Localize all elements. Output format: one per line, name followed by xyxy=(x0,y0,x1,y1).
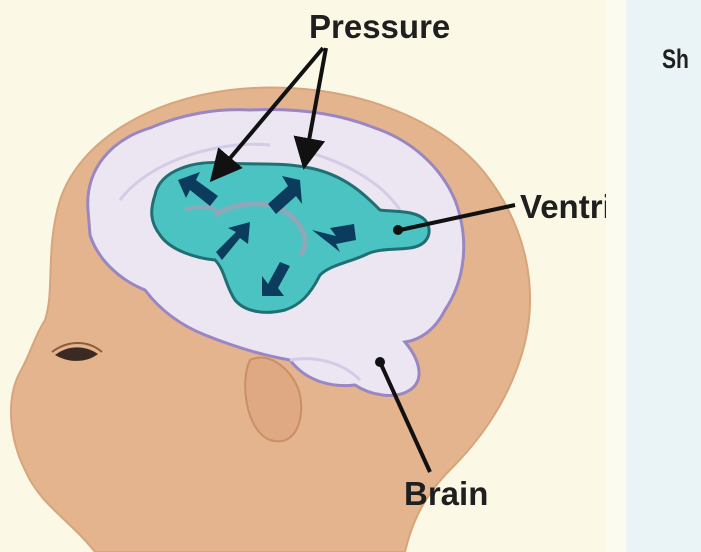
ventricles-pointer-dot xyxy=(393,225,403,235)
hydrocephalus-diagram: Pressure Ventricles Brain xyxy=(0,0,606,552)
side-panel-text: Sh xyxy=(662,44,689,75)
brain-pointer-dot xyxy=(375,357,385,367)
pressure-label: Pressure xyxy=(309,8,450,45)
panel-divider xyxy=(606,0,626,552)
side-panel xyxy=(626,0,701,552)
ventricles-label: Ventricles xyxy=(520,188,606,225)
brain-label: Brain xyxy=(404,475,488,512)
